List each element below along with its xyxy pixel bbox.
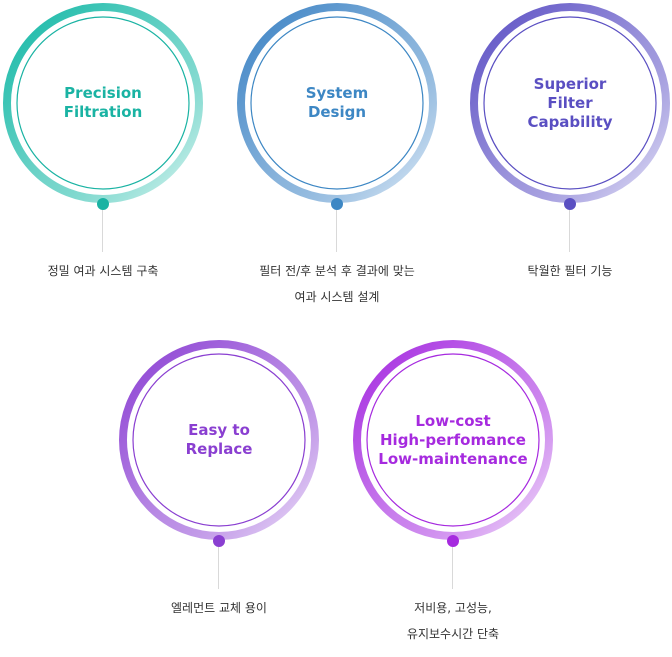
feature-title: Superior Filter Capability (485, 18, 655, 188)
connector-dot (564, 198, 576, 210)
feature-description-line: 필터 전/후 분석 후 결과에 맞는 (259, 264, 415, 278)
circle-ring (119, 340, 319, 540)
feature-title-line: Low-cost (415, 411, 491, 430)
feature-title-line: Filtration (63, 103, 143, 121)
feature-title: Easy to Replace (134, 355, 304, 525)
feature-title-line: High-perfomance (380, 430, 526, 449)
feature-description-line: 여과 시스템 설계 (294, 290, 380, 304)
connector-dot (213, 535, 225, 547)
feature-title-line: Filter (547, 93, 593, 112)
feature-description-line: 탁월한 필터 기능 (527, 264, 613, 278)
connector-dot (447, 535, 459, 547)
feature-low-cost-high-performance: Low-cost High-perfomance Low-maintenance… (350, 337, 560, 657)
feature-description-line: 정밀 여과 시스템 구축 (47, 264, 159, 278)
feature-title-line: Replace (185, 440, 253, 458)
feature-system-design: System Design 필터 전/후 분석 후 결과에 맞는 여과 시스템 … (234, 0, 444, 320)
feature-description: 엘레먼트 교체 용이 (76, 595, 362, 621)
feature-title-line: Design (307, 103, 367, 121)
feature-description-line: 유지보수시간 단축 (406, 627, 500, 641)
feature-superior-filter-capability: Superior Filter Capability 탁월한 필터 기능 (467, 0, 672, 320)
feature-easy-to-replace: Easy to Replace 엘레먼트 교체 용이 (116, 337, 326, 657)
feature-precision-filtration: Precision Filtration 정밀 여과 시스템 구축 (0, 0, 210, 320)
connector-line (102, 210, 103, 252)
feature-description: 탁월한 필터 기능 (427, 258, 672, 284)
feature-title-line: Superior (533, 74, 607, 93)
feature-title: Precision Filtration (18, 18, 188, 188)
feature-title-line: System (305, 84, 369, 102)
feature-title-line: Low-maintenance (378, 449, 528, 468)
connector-line (218, 547, 219, 589)
feature-title-line: Precision (64, 84, 142, 102)
feature-description: 정밀 여과 시스템 구축 (0, 258, 246, 284)
feature-description-line: 엘레먼트 교체 용이 (171, 601, 267, 615)
connector-line (452, 547, 453, 589)
feature-title-line: Capability (527, 112, 613, 131)
feature-title: System Design (252, 18, 422, 188)
feature-description: 저비용, 고성능, 유지보수시간 단축 (310, 595, 596, 647)
connector-line (336, 210, 337, 252)
feature-description: 필터 전/후 분석 후 결과에 맞는 여과 시스템 설계 (194, 258, 480, 310)
feature-title: Low-cost High-perfomance Low-maintenance (368, 355, 538, 525)
feature-title-line: Easy to (188, 421, 250, 439)
feature-description-line: 저비용, 고성능, (414, 601, 492, 615)
connector-dot (97, 198, 109, 210)
connector-line (569, 210, 570, 252)
connector-dot (331, 198, 343, 210)
